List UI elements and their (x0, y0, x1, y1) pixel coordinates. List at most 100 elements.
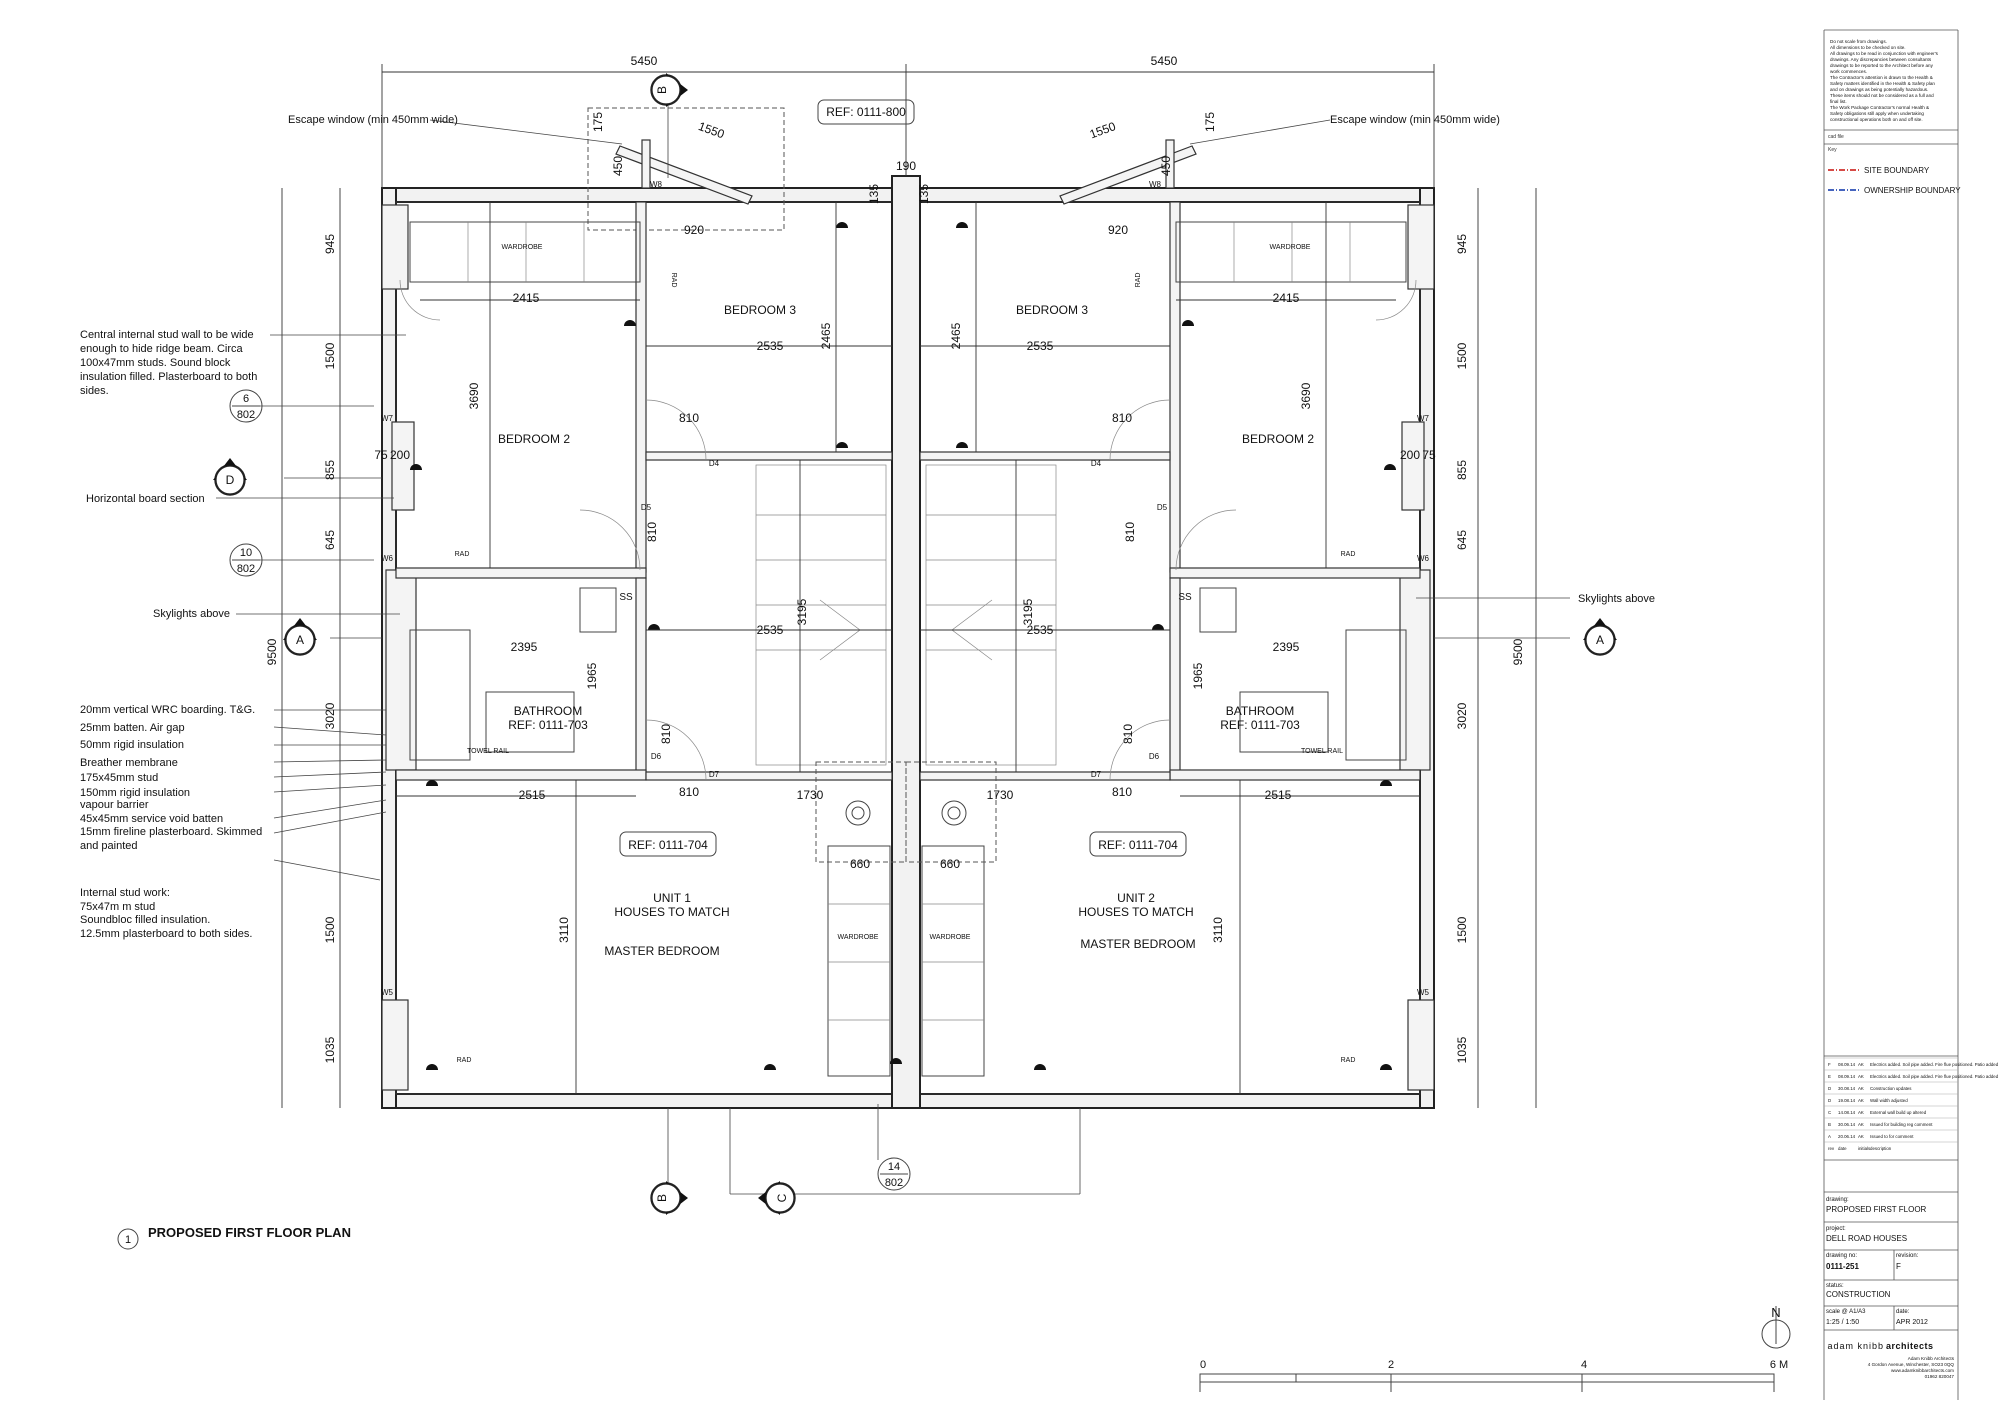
section-marker-d: D (226, 473, 235, 487)
revision-cell: 08.09.14 (1838, 1074, 1856, 1079)
dim: 9500 (265, 638, 279, 665)
socket-icon (1384, 464, 1396, 470)
dim: 660 (850, 857, 870, 871)
label-rad: RAD (455, 551, 470, 558)
firm-name-accent: architects (1886, 1341, 1934, 1351)
annotation-stud-wall: Central internal stud wall to be wide (80, 329, 254, 341)
dim: 810 (659, 724, 673, 744)
dim: 2415 (1273, 291, 1300, 305)
annotation-wall-buildup: 20mm vertical WRC boarding. T&G. (80, 704, 255, 716)
side-dim-left: 1035 (323, 1036, 337, 1063)
dim: 3195 (795, 598, 809, 625)
section-marker-b-bottom-icon (650, 1181, 688, 1215)
detail-bubble-text: 6 802 10 802 14 802 (237, 393, 903, 1189)
label-rad: RAD (1341, 551, 1356, 558)
title-block-frame (1823, 29, 1959, 1400)
room-unit2-sub: HOUSES TO MATCH (1078, 905, 1193, 919)
dim: 75 (374, 448, 388, 462)
drawing-no-value: 0111-251 (1826, 1262, 1859, 1271)
detail-number: 6 (243, 393, 249, 405)
project-value: DELL ROAD HOUSES (1826, 1234, 1907, 1243)
label-wardrobe: WARDROBE (1270, 244, 1311, 251)
label-ss: SS (1178, 592, 1192, 603)
annotation-skylights-right: Skylights above (1578, 593, 1655, 605)
title-block-note: The Contractor's attention is drawn to t… (1830, 75, 1933, 80)
scale-bar (1199, 1373, 1775, 1392)
room-bedroom2-right: BEDROOM 2 (1242, 432, 1314, 446)
room-labels: BEDROOM 3 BEDROOM 3 BEDROOM 2 BEDROOM 2 … (498, 303, 1314, 958)
dim: 810 (1123, 522, 1137, 542)
title-block-notes: Do not scale from drawings.All dimension… (1830, 39, 1939, 122)
revision-cell: Issued for building reg comment (1870, 1122, 1933, 1127)
annotation-wall-buildup: 25mm batten. Air gap (80, 722, 185, 734)
annotation-stud-wall: insulation filled. Plasterboard to both (80, 371, 257, 383)
room-bedroom2-left: BEDROOM 2 (498, 432, 570, 446)
socket-markers (410, 222, 1396, 1070)
section-marker-a: A (296, 633, 304, 647)
section-marker-a-left-icon (283, 618, 317, 656)
firm-name: adam knibb (1827, 1341, 1884, 1351)
scale-label: scale @ A1/A3 (1826, 1309, 1866, 1315)
dim: 810 (1121, 724, 1135, 744)
room-bedroom3-left: BEDROOM 3 (724, 303, 796, 317)
dim: 3110 (1211, 917, 1225, 943)
window-door-tags: SS SS W8 W8 W7 W7 W6 W6 W5 W5 D4 D4 D5 D… (381, 180, 1430, 997)
annotations: Escape window (min 450mm wide) Escape wi… (80, 114, 1655, 940)
revision-cell: A (1828, 1134, 1831, 1139)
label-towel-rail: TOWEL RAIL (467, 748, 509, 755)
revision-cell: B (1828, 1122, 1831, 1127)
side-dim-left: 855 (323, 460, 337, 480)
label-rad: RAD (457, 1057, 472, 1064)
dim: 2535 (757, 339, 784, 353)
bay-windows (587, 107, 1197, 231)
side-dim-left: 945 (323, 234, 337, 254)
revision-cell: 30.06.14 (1838, 1122, 1856, 1127)
dim: 2535 (1027, 339, 1054, 353)
annotation-horizontal-board: Horizontal board section (86, 493, 205, 505)
tag-d7: D7 (1091, 770, 1102, 779)
annotation-wall-buildup: 150mm rigid insulation (80, 787, 190, 799)
tag-d5: D5 (641, 503, 652, 512)
socket-icon (1380, 780, 1392, 786)
title-block-note: The Work Package Contractor's normal Hea… (1830, 105, 1929, 110)
detail-sheet: 802 (237, 409, 255, 421)
stairwell (755, 464, 1057, 766)
dim: 2465 (819, 322, 833, 349)
date-value: APR 2012 (1896, 1319, 1928, 1326)
title-block: Do not scale from drawings.All dimension… (1824, 39, 1999, 1379)
room-bedroom3-right: BEDROOM 3 (1016, 303, 1088, 317)
socket-icon (956, 442, 968, 448)
tag-w6: W6 (1417, 554, 1430, 563)
dim: 3690 (467, 382, 481, 409)
detail-sheet: 802 (237, 563, 255, 575)
annotation-internal-stud: Internal stud work: (80, 887, 170, 899)
scale-label: 6 M (1770, 1359, 1788, 1371)
annotation-internal-stud: Soundbloc filled insulation. (80, 914, 210, 926)
label-ss: SS (619, 592, 633, 603)
drawing-no-label: drawing no: (1826, 1253, 1857, 1259)
dim: 2515 (519, 788, 546, 802)
annotation-internal-stud: 12.5mm plasterboard to both sides. (80, 928, 252, 940)
section-marker-a: A (1596, 633, 1604, 647)
revision-cell: 19.08.14 (1838, 1098, 1856, 1103)
dim: 810 (1112, 785, 1132, 799)
side-dim-left: 3020 (323, 702, 337, 729)
title-block-note: All dimensions to be checked on site. (1830, 45, 1906, 50)
side-dim-right: 1500 (1455, 916, 1469, 943)
firm-address-line: 01962 820047 (1925, 1374, 1955, 1379)
tag-d6: D6 (1149, 752, 1160, 761)
dim: 810 (679, 411, 699, 425)
title-block-note: drawings to be reported to the Architect… (1830, 63, 1934, 68)
dimension-text: 5450 5450 1550 1550 175 175 450 450 190 … (265, 54, 1525, 943)
dim: 660 (940, 857, 960, 871)
room-bathroom-right-ref: REF: 0111-703 (1220, 718, 1300, 732)
status-value: CONSTRUCTION (1826, 1290, 1891, 1299)
revision-cell: AK (1858, 1134, 1864, 1139)
revision-cell: AK (1858, 1110, 1864, 1115)
dim: 1965 (585, 662, 599, 689)
socket-icon (890, 1058, 902, 1064)
scale-label: 2 (1388, 1359, 1394, 1371)
side-dim-right: 3020 (1455, 702, 1469, 729)
title-block-note: work commences. (1830, 69, 1867, 74)
